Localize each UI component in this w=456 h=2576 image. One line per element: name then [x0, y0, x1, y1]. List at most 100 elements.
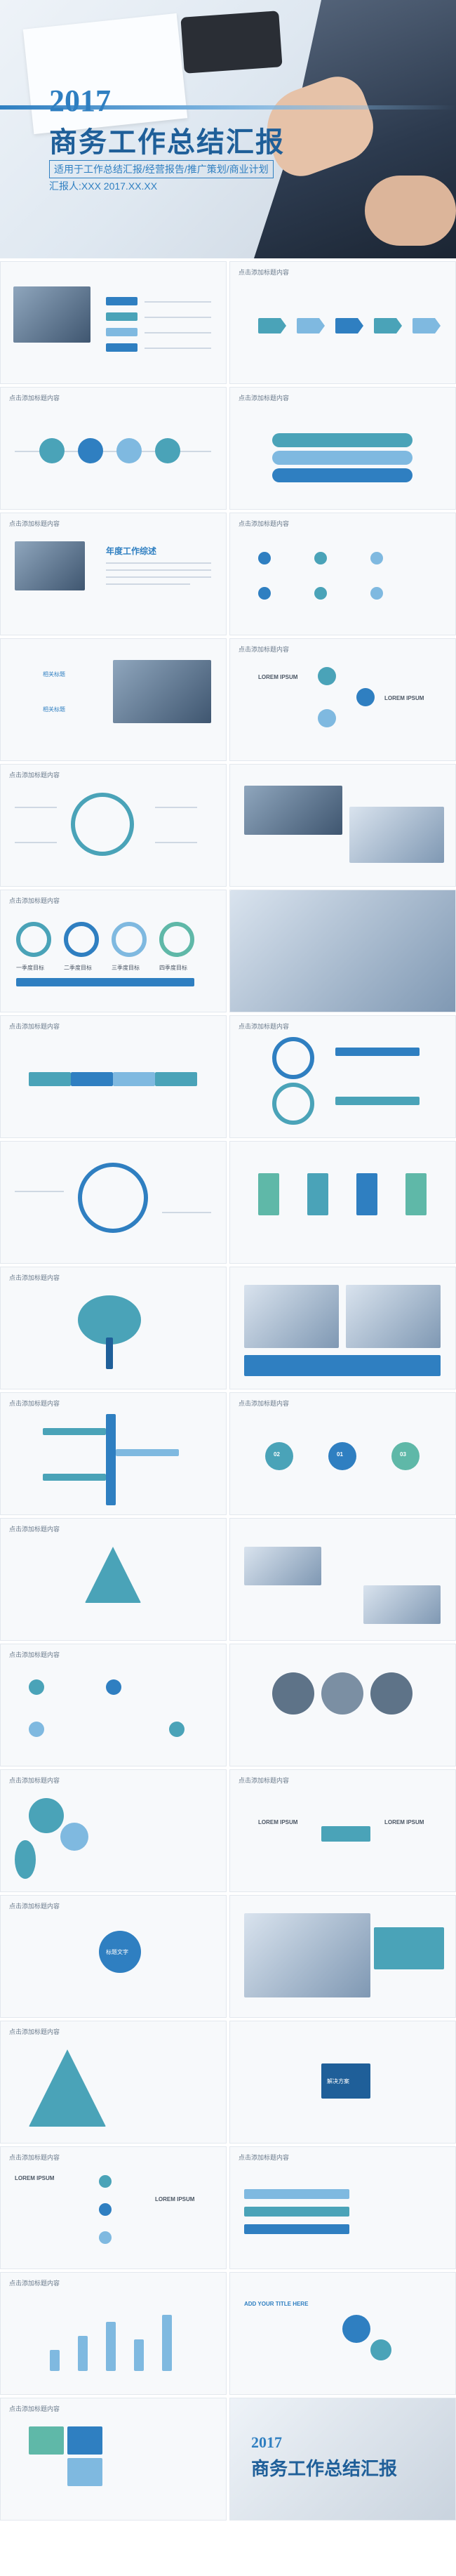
slide-thumbnail[interactable]: [0, 261, 227, 384]
slide-thumbnail[interactable]: [229, 1895, 456, 2018]
text-line: [145, 332, 211, 333]
slide-thumbnail[interactable]: [229, 764, 456, 887]
slide-thumbnail[interactable]: 点击添加标题内容: [229, 387, 456, 510]
solution-box: [321, 2063, 370, 2099]
slide-thumbnail[interactable]: [229, 1267, 456, 1389]
medal-icon: [265, 1442, 293, 1470]
slide-thumbnail[interactable]: 点击添加标题内容: [0, 1267, 227, 1389]
text-panel: [374, 1927, 444, 1969]
tablet-image: [180, 11, 283, 74]
title-text-label: 标题文字: [106, 1949, 128, 1955]
slide-thumbnail[interactable]: 相关标题 相关标题: [0, 638, 227, 761]
slide-header: 点击添加标题内容: [239, 1400, 290, 1407]
hand-image: [365, 176, 456, 246]
cover-subtitle: 适用于工作总结汇报/经营报告/推广策划/商业计划: [49, 160, 274, 178]
slide-thumbnail[interactable]: 点击添加标题内容: [0, 2398, 227, 2521]
slide-thumbnail[interactable]: 点击添加标题内容: [229, 2146, 456, 2269]
end-year: 2017: [251, 2433, 282, 2451]
cover-slide: 2017 商务工作总结汇报 适用于工作总结汇报/经营报告/推广策划/商业计划 汇…: [0, 0, 456, 258]
icon-node: [169, 1722, 185, 1737]
slide-thumbnail[interactable]: 点击添加标题内容: [0, 1518, 227, 1641]
text-line: [145, 317, 211, 318]
circle-node: [39, 438, 65, 463]
slide-thumbnail[interactable]: [0, 1141, 227, 1264]
cover-reporter: 汇报人:XXX 2017.XX.XX: [49, 180, 158, 192]
slide-thumbnail[interactable]: 点击添加标题内容 LOREM IPSUM LOREM IPSUM: [229, 1769, 456, 1892]
chart-bar: [134, 2339, 144, 2371]
slide-header: 点击添加标题内容: [9, 1274, 60, 1281]
slide-thumbnail[interactable]: 点击添加标题内容 标题文字: [0, 1895, 227, 2018]
timeline-segment: [113, 1072, 155, 1086]
text-line: [106, 562, 211, 564]
timeline-segment: [71, 1072, 113, 1086]
slide-thumbnail[interactable]: 点击添加标题内容: [0, 2272, 227, 2395]
slide-thumbnail[interactable]: ADD YOUR TITLE HERE: [229, 2272, 456, 2395]
slide-thumbnail[interactable]: 点击添加标题内容: [0, 1015, 227, 1138]
icon-node: [370, 587, 383, 600]
slide-thumbnail[interactable]: 解决方案: [229, 2021, 456, 2144]
slide-thumbnail[interactable]: 点击添加标题内容: [0, 1392, 227, 1515]
slide-thumbnail[interactable]: [229, 1518, 456, 1641]
progress-ring: [16, 922, 51, 957]
triangle-diagram: [85, 1547, 141, 1603]
slide-thumbnail[interactable]: 点击添加标题内容: [0, 764, 227, 887]
lorem-heading: LOREM IPSUM: [258, 1819, 298, 1825]
slide-header: 点击添加标题内容: [9, 2028, 60, 2035]
icon-node: [258, 552, 271, 564]
search-icon: [99, 2175, 112, 2188]
text-line: [162, 1212, 211, 1213]
slide-thumbnail[interactable]: 点击添加标题内容 02 01 03: [229, 1392, 456, 1515]
slide-thumbnail[interactable]: 点击添加标题内容: [0, 387, 227, 510]
arrow-step: [413, 318, 441, 333]
slide-thumbnail[interactable]: [229, 890, 456, 1012]
arrow-step: [297, 318, 325, 333]
medal-number: 02: [274, 1451, 280, 1458]
slide-thumbnail[interactable]: [229, 1141, 456, 1264]
lorem-heading: LOREM IPSUM: [258, 674, 298, 680]
cover-year: 2017: [49, 84, 111, 118]
handshake-photo: [113, 660, 211, 723]
end-slide[interactable]: 2017 商务工作总结汇报: [229, 2398, 456, 2521]
city-skyline-photo: [244, 786, 342, 835]
slide-header: 点击添加标题内容: [239, 646, 290, 653]
list-marker: [106, 312, 138, 321]
slide-header: 点击添加标题内容: [9, 2280, 60, 2287]
slide-thumbnail[interactable]: 点击添加标题内容: [229, 513, 456, 635]
slide-header: 点击添加标题内容: [239, 1023, 290, 1030]
text-line: [106, 569, 211, 571]
circle-node: [78, 438, 103, 463]
battery-icon: [258, 1173, 279, 1215]
slide-thumbnail[interactable]: 点击添加标题内容 LOREM IPSUM LOREM IPSUM: [0, 2146, 227, 2269]
circle-node: [116, 438, 142, 463]
progress-ring: [112, 922, 147, 957]
text-line: [15, 807, 57, 808]
slide-thumbnail[interactable]: 点击添加标题内容 LOREM IPSUM LOREM IPSUM: [229, 638, 456, 761]
slide-header: 点击添加标题内容: [9, 1526, 60, 1533]
slide-thumbnail[interactable]: 点击添加标题内容: [229, 261, 456, 384]
slide-thumbnail[interactable]: 点击添加标题内容: [229, 1015, 456, 1138]
medal-icon: [328, 1442, 356, 1470]
timeline-segment: [155, 1072, 197, 1086]
slide-thumbnail[interactable]: 点击添加标题内容 一季度目标 二季度目标 三季度目标 四季度目标: [0, 890, 227, 1012]
branch-arm: [43, 1474, 106, 1481]
tree-leaves-icon: [78, 1295, 141, 1345]
slide-thumbnail[interactable]: 点击添加标题内容: [0, 1769, 227, 1892]
gear-icon: [29, 1798, 64, 1833]
slide-thumbnail[interactable]: [229, 1644, 456, 1766]
list-marker: [106, 343, 138, 352]
slide-thumbnail[interactable]: 点击添加标题内容: [0, 2021, 227, 2144]
number-circle: [356, 688, 375, 706]
text-block: [67, 2426, 102, 2455]
arrow-step: [374, 318, 402, 333]
slide-thumbnail[interactable]: 点击添加标题内容 年度工作综述: [0, 513, 227, 635]
title-bar: [335, 1097, 420, 1105]
quarter-label: 一季度目标: [16, 965, 44, 971]
slide-thumbnail[interactable]: 点击添加标题内容: [0, 1644, 227, 1766]
slide-header: 点击添加标题内容: [239, 1777, 290, 1784]
team-discussion-photo: [244, 1913, 370, 1997]
icon-node: [106, 1679, 121, 1695]
slide-header: 点击添加标题内容: [9, 2154, 60, 2161]
slide-header: 点击添加标题内容: [9, 772, 60, 779]
related-title: 相关标题: [43, 671, 65, 678]
your-title-heading: ADD YOUR TITLE HERE: [244, 2301, 309, 2307]
